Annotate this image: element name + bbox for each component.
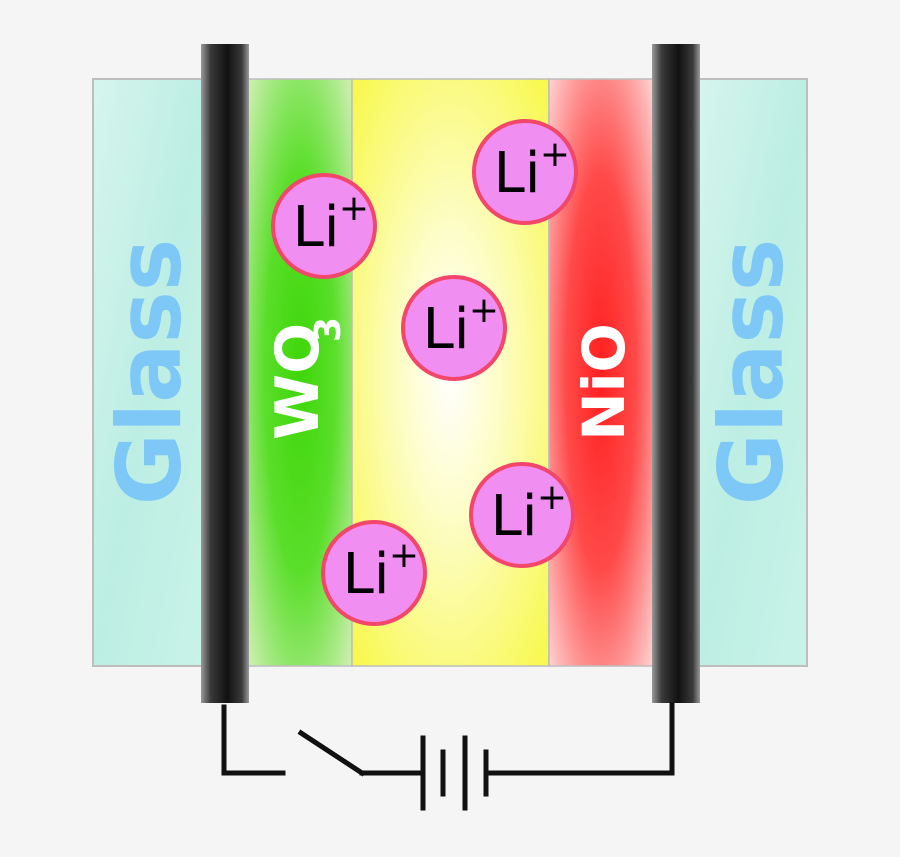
ion-charge: + — [537, 477, 567, 518]
ion-symbol: Li — [494, 141, 541, 206]
glass-left-label: Glass — [98, 239, 201, 506]
right-wire — [486, 702, 675, 776]
ion-charge: + — [389, 535, 419, 576]
ion-symbol: Li — [491, 484, 538, 549]
ion-charge: + — [339, 188, 369, 229]
external-circuit — [221, 702, 675, 811]
ion-symbol: Li — [423, 297, 470, 362]
ion-charge: + — [540, 134, 570, 175]
li-ion: Li + — [271, 173, 377, 279]
wo3-label-main: WO — [263, 323, 333, 440]
wo3-label-subscript: 3 — [308, 317, 349, 342]
right-electrode — [652, 44, 700, 703]
ion-symbol: Li — [293, 195, 340, 260]
li-ion: Li + — [469, 462, 575, 568]
wo3-label: WO 3 — [263, 317, 349, 440]
battery-cell-icon — [420, 735, 489, 811]
ion-charge: + — [469, 290, 499, 331]
glass-right-plate — [695, 78, 808, 667]
ion-symbol: Li — [343, 542, 390, 607]
glass-left-plate — [92, 78, 206, 667]
left-electrode — [201, 44, 249, 703]
li-ion: Li + — [472, 119, 578, 225]
glass-right-label: Glass — [700, 239, 803, 506]
li-ion: Li + — [321, 520, 427, 626]
nio-label: NiO — [570, 323, 638, 441]
li-ion: Li + — [401, 275, 507, 381]
left-wire — [221, 704, 286, 776]
open-switch-icon — [297, 729, 366, 777]
